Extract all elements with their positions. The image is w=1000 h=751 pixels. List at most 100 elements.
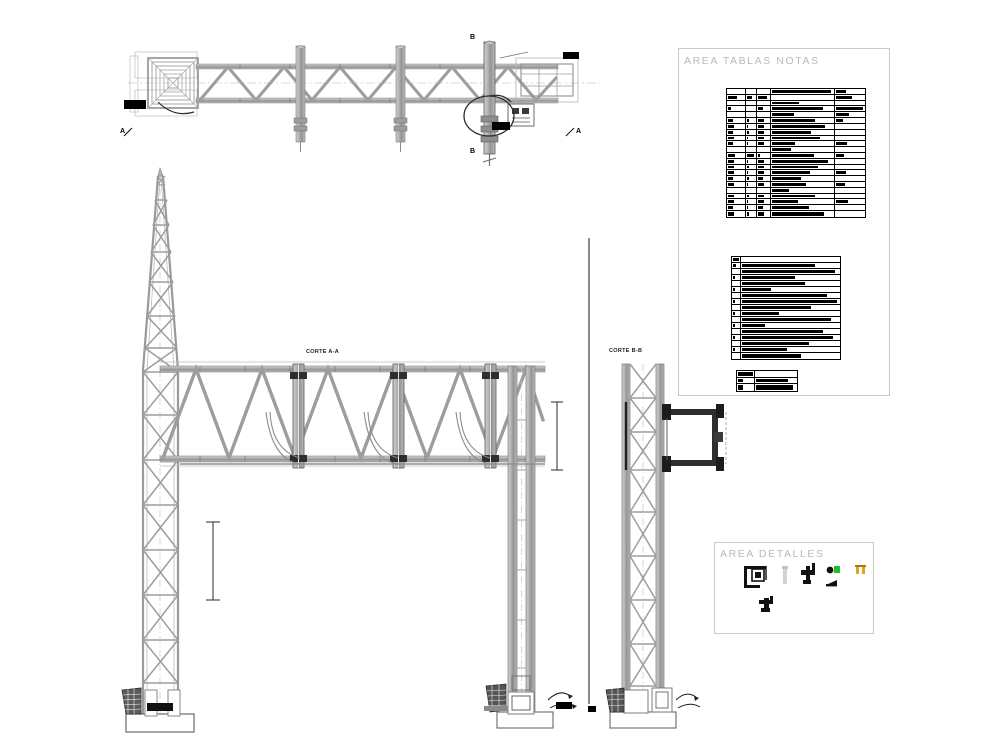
table-row	[737, 371, 797, 378]
table-cell	[741, 299, 840, 304]
cell-ink	[733, 336, 736, 339]
table-row	[732, 335, 840, 341]
table-cell	[727, 106, 747, 112]
table-row	[737, 384, 797, 391]
detail-luminaire-mount[interactable]	[801, 563, 815, 584]
section-marker-b-bottom: B	[470, 148, 476, 155]
table-row	[727, 129, 865, 136]
table-cell	[727, 89, 747, 94]
table-cell	[757, 182, 772, 187]
notes-panel-title: AREA TABLAS NOTAS	[684, 55, 820, 67]
cell-ink	[733, 276, 736, 279]
table-row	[732, 317, 840, 323]
table-cell	[835, 199, 865, 204]
table-cell	[727, 118, 747, 123]
cell-ink	[733, 300, 736, 303]
table-cell	[741, 287, 840, 292]
cell-ink	[741, 288, 772, 291]
cell-ink	[758, 107, 763, 111]
table-row	[732, 281, 840, 287]
table-cell	[746, 205, 758, 211]
cell-ink	[772, 90, 832, 93]
cell-ink	[747, 212, 749, 216]
cell-ink	[747, 119, 749, 122]
table-cell	[727, 123, 747, 129]
cell-ink	[758, 206, 764, 210]
table-row	[732, 329, 840, 335]
table-row	[732, 353, 840, 359]
table-cell	[727, 129, 747, 135]
table-row	[737, 377, 797, 385]
table-cell	[727, 170, 747, 176]
detail-post-grey[interactable]	[782, 566, 788, 584]
table-cell	[771, 187, 835, 193]
table-cell	[835, 170, 865, 175]
cell-ink	[733, 312, 736, 315]
plan-view-group	[123, 40, 600, 166]
table-cell	[835, 112, 865, 117]
cell-ink	[758, 95, 767, 99]
cell-ink	[741, 342, 810, 345]
table-cell	[746, 135, 758, 141]
cell-ink	[772, 183, 807, 186]
elev-label-block-base2	[588, 706, 596, 712]
cell-ink	[835, 119, 843, 122]
cell-ink	[741, 264, 816, 267]
table-cell	[771, 176, 835, 181]
legend-table[interactable]	[736, 370, 798, 392]
notes-table[interactable]	[731, 256, 841, 360]
table-row	[732, 257, 840, 263]
table-row	[732, 263, 840, 269]
table-cell	[727, 147, 747, 152]
elev-label-block-base	[556, 702, 572, 709]
table-cell	[757, 89, 772, 94]
cell-ink	[741, 282, 806, 285]
detail-anchor-bolt[interactable]	[759, 596, 773, 612]
cell-ink	[772, 177, 802, 180]
cell-ink	[741, 306, 812, 309]
table-cell	[727, 164, 747, 170]
cell-ink	[728, 171, 734, 175]
cell-ink	[772, 200, 798, 204]
table-cell	[732, 311, 741, 316]
detail-signal-head[interactable]	[826, 566, 840, 587]
cell-ink	[741, 270, 835, 273]
table-row	[727, 176, 865, 182]
cell-ink	[835, 200, 849, 204]
table-cell	[771, 123, 835, 129]
section-bb-group	[605, 363, 727, 729]
cell-ink	[741, 354, 802, 358]
cell-ink	[741, 300, 837, 303]
table-cell	[771, 152, 835, 158]
cell-ink	[728, 142, 734, 146]
cell-ink	[756, 385, 793, 390]
cell-ink	[758, 165, 764, 169]
table-cell	[732, 257, 741, 262]
table-row	[732, 323, 840, 329]
cell-ink	[728, 212, 735, 216]
table-cell	[757, 129, 772, 135]
table-cell	[771, 129, 835, 135]
cell-ink	[758, 194, 765, 198]
cell-ink	[772, 212, 824, 216]
specification-table[interactable]	[726, 88, 866, 218]
table-row	[727, 112, 865, 119]
detail-fixings[interactable]	[855, 565, 866, 574]
cell-ink	[741, 330, 824, 333]
cell-ink	[835, 107, 863, 111]
cell-ink	[728, 95, 738, 99]
cell-ink	[772, 113, 794, 117]
table-cell	[737, 384, 755, 391]
cell-ink	[741, 312, 780, 315]
table-cell	[746, 176, 758, 181]
table-row	[732, 275, 840, 281]
table-cell	[771, 112, 835, 118]
table-cell	[746, 141, 758, 147]
table-cell	[746, 193, 758, 199]
table-cell	[741, 341, 840, 346]
detail-bracket-assembly[interactable]	[744, 566, 767, 588]
table-cell	[757, 123, 772, 129]
table-cell	[732, 341, 741, 346]
table-cell	[746, 147, 758, 152]
